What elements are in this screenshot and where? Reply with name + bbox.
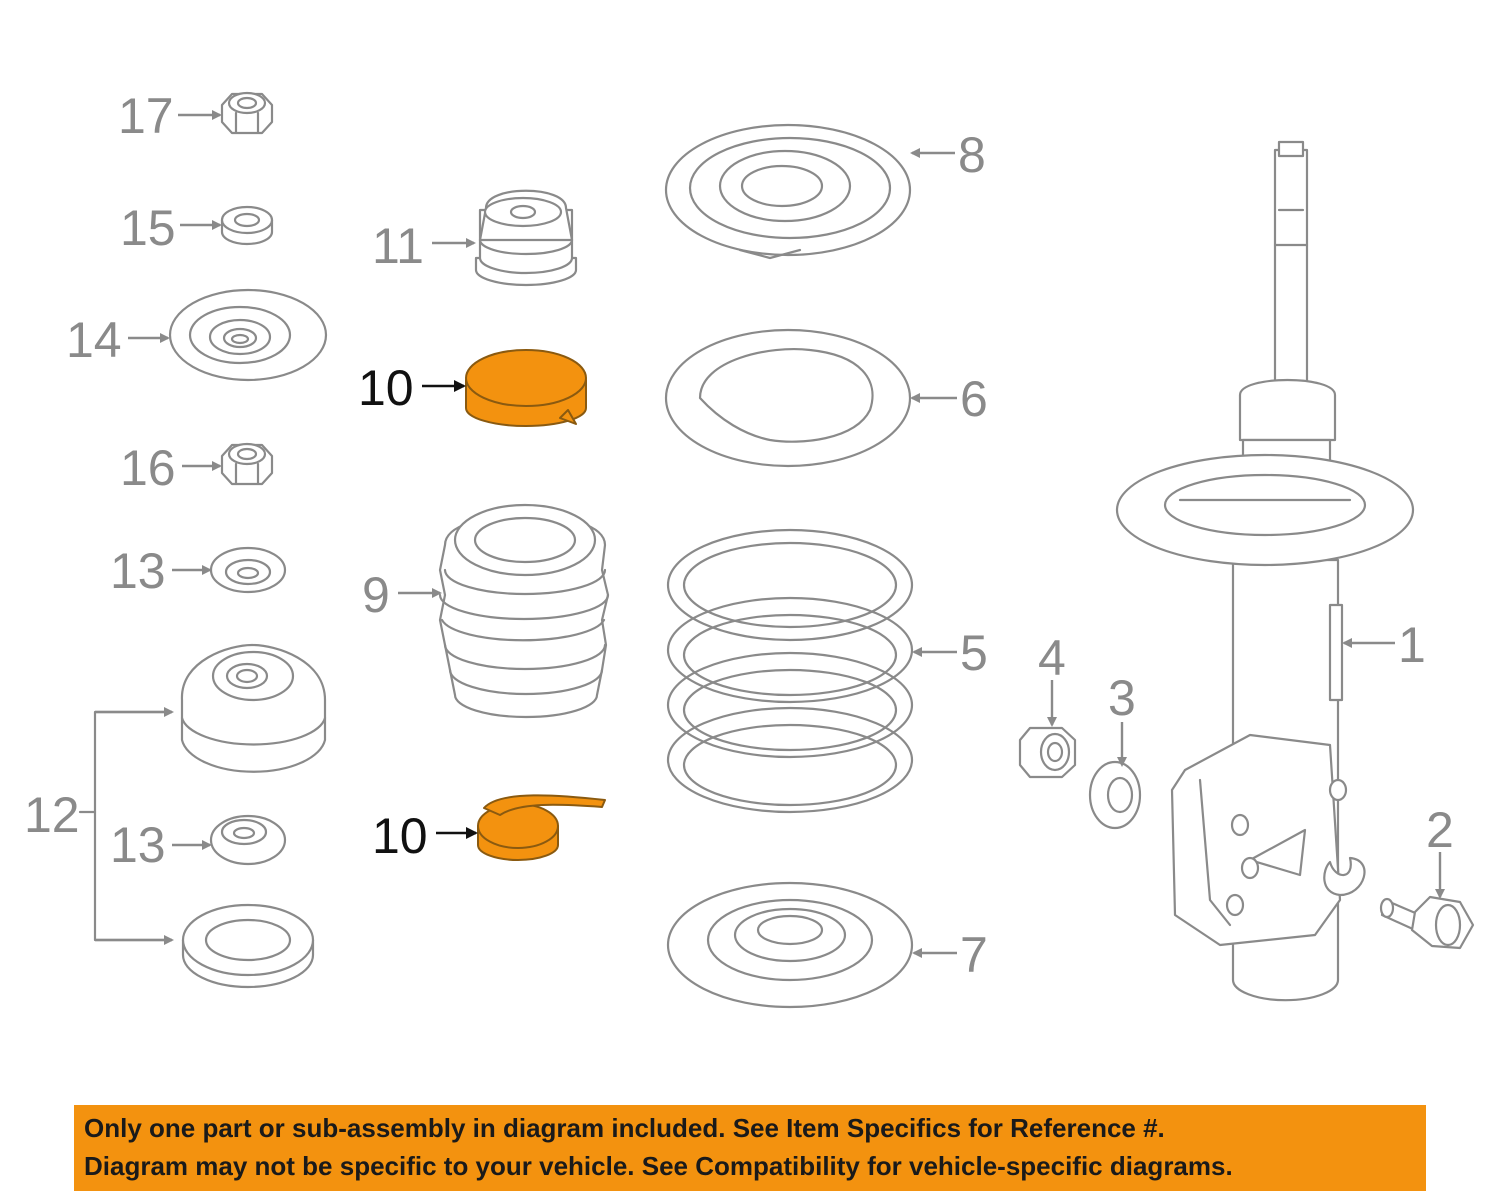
- part-5-coil-spring: [666, 528, 914, 814]
- part-12-mount: [180, 643, 327, 773]
- callout-10-upper: 10: [358, 360, 414, 416]
- part-12-lower-ring: [181, 903, 315, 989]
- callout-8: 8: [958, 127, 986, 183]
- part-6-insulator: [664, 328, 912, 468]
- part-8-upper-seat: [664, 123, 912, 260]
- part-1-strut-assembly: [1115, 140, 1415, 1002]
- disclaimer-line-2: Diagram may not be specific to your vehi…: [84, 1151, 1233, 1181]
- callout-10-lower: 10: [372, 808, 428, 864]
- exploded-parts-diagram: 17 15 14 16 13 12 13 11 10 9 10 8 6 5 7 …: [24, 88, 1475, 1009]
- part-11-bump-stop: [474, 189, 578, 287]
- part-3-washer: [1088, 760, 1142, 830]
- part-17-nut: [220, 91, 274, 135]
- callout-1: 1: [1398, 617, 1426, 673]
- callout-12: 12: [24, 787, 80, 843]
- callout-4: 4: [1038, 630, 1066, 686]
- callout-11: 11: [372, 218, 424, 274]
- callout-5: 5: [960, 625, 988, 681]
- callout-9: 9: [362, 567, 390, 623]
- callout-7: 7: [960, 927, 988, 983]
- callout-13-top: 13: [110, 543, 166, 599]
- callout-14: 14: [66, 312, 122, 368]
- part-10-lower-insulator: [477, 794, 606, 861]
- part-15-washer: [220, 205, 274, 246]
- part-14-plate: [168, 288, 328, 382]
- part-13-washer-bottom: [209, 814, 287, 866]
- callout-17: 17: [118, 88, 174, 144]
- callout-13-bottom: 13: [110, 817, 166, 873]
- callout-6: 6: [960, 371, 988, 427]
- disclaimer-line-1: Only one part or sub-assembly in diagram…: [84, 1113, 1165, 1143]
- disclaimer-banner: Only one part or sub-assembly in diagram…: [74, 1105, 1426, 1191]
- part-10-upper-insulator: [465, 349, 587, 427]
- callout-3: 3: [1108, 670, 1136, 726]
- callout-2: 2: [1426, 802, 1454, 858]
- part-4-nut: [1018, 726, 1077, 779]
- part-9-dust-boot: [438, 503, 610, 719]
- callout-16: 16: [120, 440, 176, 496]
- part-13-washer-top: [209, 546, 287, 594]
- callout-15: 15: [120, 200, 176, 256]
- part-7-lower-seat: [666, 881, 914, 1009]
- part-2-bolt: [1379, 895, 1475, 950]
- part-16-nut: [220, 442, 274, 486]
